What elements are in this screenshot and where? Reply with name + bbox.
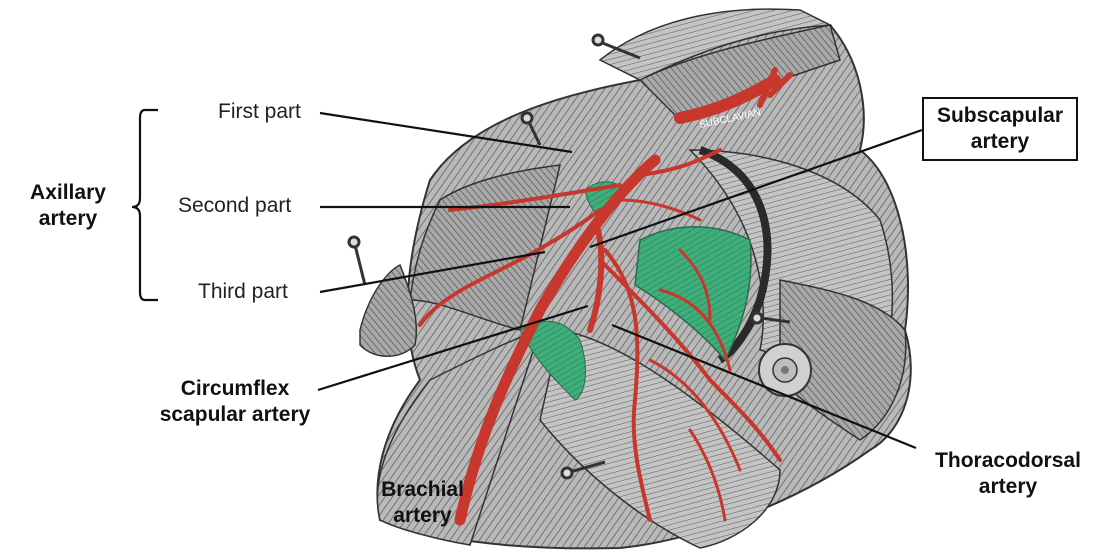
axillary-artery-label-line2: artery — [38, 207, 98, 230]
brachial-label-line2: artery — [393, 504, 452, 527]
circumflex-label-line2: scapular artery — [159, 403, 311, 426]
subscapular-artery-label-line2: artery — [970, 130, 1030, 153]
highlighted-muscles — [519, 181, 752, 401]
subscapular-artery-label-line1: Subscapular — [936, 104, 1064, 127]
leader-subscapular — [589, 128, 923, 249]
thoracodorsal-label-line1: Thoracodorsal — [935, 449, 1081, 472]
second-part-label: Second part — [178, 194, 292, 217]
brachial-artery-label: Brachial artery — [360, 477, 485, 529]
thoracodorsal-artery-label: Thoracodorsal artery — [918, 448, 1098, 500]
circumflex-scapular-artery-label: Circumflex scapular artery — [135, 376, 335, 428]
first-part-label: First part — [218, 100, 301, 123]
dissection-pins — [347, 33, 791, 480]
leader-third-part — [319, 250, 546, 294]
brachial-label-line1: Brachial — [381, 478, 464, 501]
axillary-bracket — [131, 108, 158, 302]
axillary-artery-label-line1: Axillary — [30, 181, 106, 204]
circumflex-label-line1: Circumflex — [180, 377, 290, 400]
leader-lines — [317, 111, 923, 450]
subscapular-artery-label: Subscapular artery — [922, 97, 1078, 161]
axillary-artery-label: Axillary artery — [18, 180, 118, 232]
leader-thoracodorsal — [611, 323, 917, 450]
third-part-label: Third part — [198, 280, 288, 303]
thoracodorsal-label-line2: artery — [978, 475, 1038, 498]
leader-circumflex — [317, 304, 589, 392]
leader-first-part — [319, 111, 573, 154]
